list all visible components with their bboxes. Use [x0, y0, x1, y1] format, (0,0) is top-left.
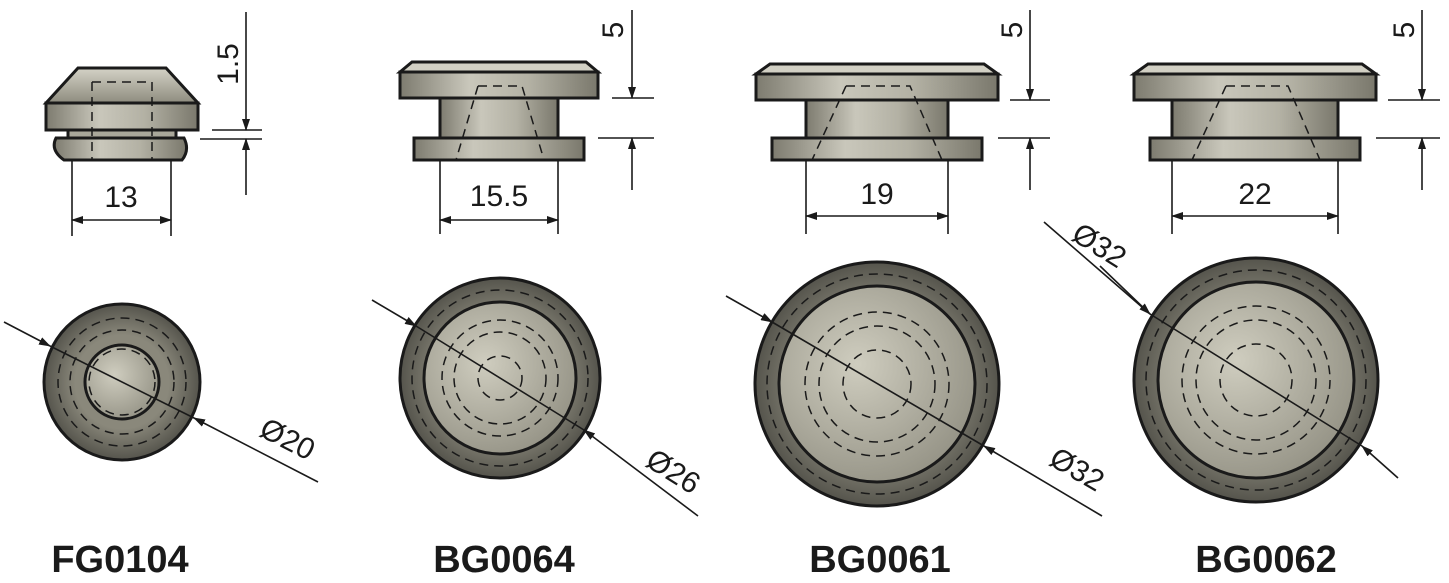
bg0062-diameter-text: Ø32 — [1066, 217, 1132, 275]
bg0061-diameter-text: Ø32 — [1044, 441, 1110, 498]
part-bg0064: 15.5 5 Ø26 BG0064 — [371, 10, 706, 581]
part-fg0104: 13 1.5 Ø20 FG0104 — [3, 12, 321, 581]
bg0061-width-dimension: 19 — [805, 160, 949, 234]
fg0104-height-dimension: 1.5 — [200, 12, 262, 195]
bg0064-height-dimension: 5 — [597, 10, 654, 190]
bg0062-width-text: 22 — [1238, 178, 1271, 211]
bg0062-side-view — [1129, 62, 1381, 162]
bg0061-label: BG0061 — [809, 539, 951, 581]
bg0062-width-dimension: 22 — [1171, 160, 1339, 234]
fg0104-width-dimension: 13 — [71, 160, 172, 236]
bg0064-width-text: 15.5 — [470, 180, 528, 213]
bg0064-width-dimension: 15.5 — [439, 160, 559, 234]
bg0061-side-view — [751, 62, 1003, 162]
bg0062-height-dimension: 5 — [1376, 10, 1440, 190]
fg0104-top-view — [42, 302, 202, 462]
bg0061-width-text: 19 — [860, 178, 893, 211]
fg0104-width-text: 13 — [104, 181, 137, 214]
fg0104-height-text: 1.5 — [212, 43, 245, 85]
bg0061-height-dimension: 5 — [996, 10, 1050, 190]
part-bg0062: 22 5 Ø32 BG0062 — [1043, 10, 1440, 581]
fg0104-label: FG0104 — [51, 539, 188, 581]
part-bg0061: 19 5 Ø32 BG0061 — [725, 10, 1110, 581]
bg0064-side-view — [395, 60, 603, 162]
bg0064-diameter-text: Ø26 — [640, 443, 706, 501]
fg0104-diameter-text: Ø20 — [255, 412, 321, 467]
bg0064-label: BG0064 — [433, 539, 575, 581]
bg0062-height-text: 5 — [1388, 22, 1421, 39]
bg0061-height-text: 5 — [996, 22, 1029, 39]
bg0064-height-text: 5 — [597, 22, 630, 39]
bg0062-label: BG0062 — [1195, 539, 1337, 581]
fg0104-side-view — [42, 66, 202, 162]
